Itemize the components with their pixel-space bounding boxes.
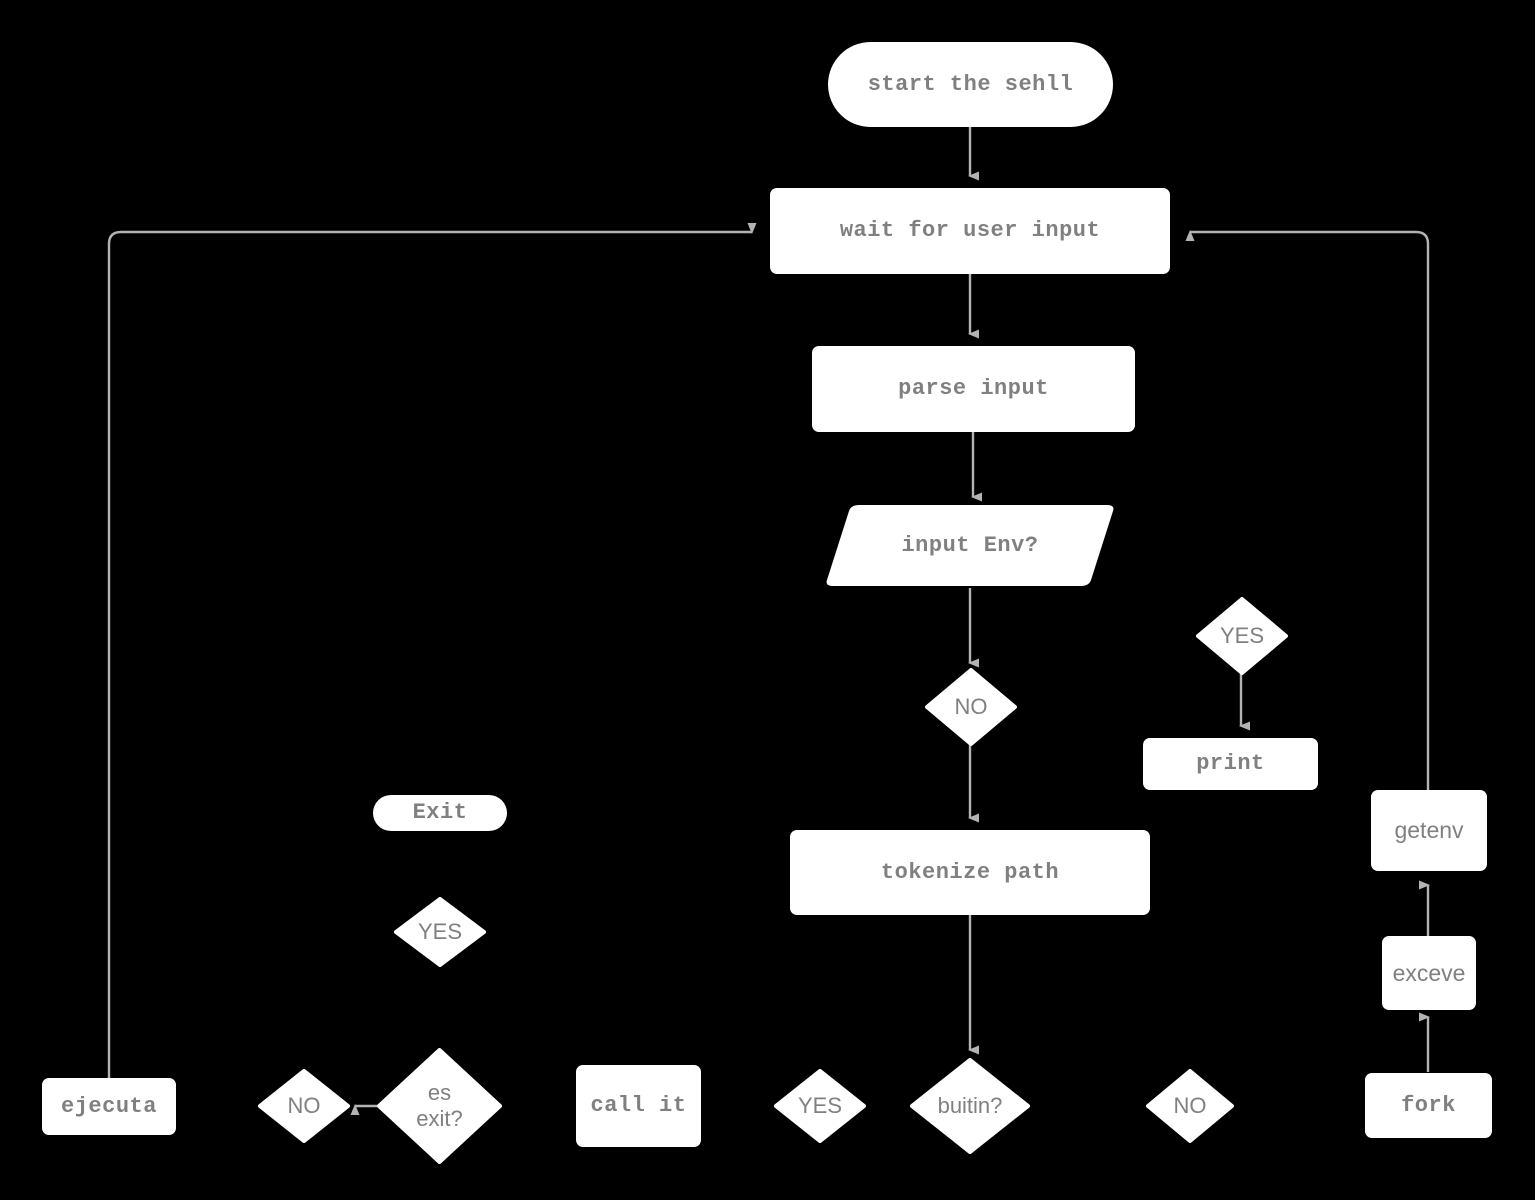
node-start-shell-label: start the sehll	[867, 71, 1074, 97]
diamond-shape	[925, 668, 1017, 746]
node-yes-env[interactable]: YES	[1196, 597, 1288, 675]
node-parse-input[interactable]: parse input	[812, 346, 1135, 432]
node-no-env-label: NO	[954, 694, 988, 720]
node-exceve[interactable]: exceve	[1382, 936, 1476, 1010]
node-tokenize-path[interactable]: tokenize path	[790, 830, 1150, 915]
node-yes-exit[interactable]: YES	[394, 897, 486, 967]
node-buitin[interactable]: buitin?	[910, 1058, 1030, 1154]
node-getenv-label: getenv	[1394, 817, 1464, 844]
node-call-it-label: call it	[590, 1093, 687, 1119]
diamond-shape	[258, 1069, 350, 1143]
node-exit[interactable]: Exit	[373, 795, 507, 831]
node-es-exit-label: es exit?	[377, 1080, 502, 1133]
node-print[interactable]: print	[1143, 738, 1318, 790]
node-no-env[interactable]: NO	[925, 668, 1017, 746]
node-no-exit-label: NO	[287, 1093, 321, 1119]
node-call-it[interactable]: call it	[576, 1065, 701, 1147]
node-yes-env-label: YES	[1219, 623, 1265, 649]
node-input-env[interactable]: input Env?	[825, 503, 1115, 588]
node-exceve-label: exceve	[1392, 959, 1466, 986]
edge-getenv-to-wait	[1185, 230, 1430, 790]
node-print-label: print	[1196, 751, 1265, 777]
node-yes-buitin[interactable]: YES	[774, 1069, 866, 1143]
node-input-env-label: input Env?	[901, 532, 1039, 558]
node-es-exit-line1: es	[427, 1079, 452, 1105]
node-buitin-label: buitin?	[937, 1093, 1003, 1119]
node-no-exit[interactable]: NO	[258, 1069, 350, 1143]
diamond-shape	[377, 1048, 502, 1164]
node-wait-input[interactable]: wait for user input	[770, 188, 1170, 274]
diamond-shape	[394, 897, 486, 967]
node-exit-label: Exit	[412, 800, 468, 826]
node-ejecuta-label: ejecuta	[61, 1093, 157, 1119]
diamond-shape	[1146, 1069, 1234, 1143]
parallelogram-shape	[826, 505, 1114, 586]
node-parse-input-label: parse input	[898, 376, 1049, 402]
node-no-buitin-label: NO	[1173, 1093, 1207, 1119]
diamond-shape	[1196, 597, 1288, 675]
diamond-shape	[774, 1069, 866, 1143]
node-fork-label: fork	[1401, 1092, 1456, 1118]
node-yes-exit-label: YES	[417, 919, 463, 945]
node-tokenize-path-label: tokenize path	[880, 859, 1060, 885]
diamond-shape	[910, 1058, 1030, 1154]
node-no-buitin[interactable]: NO	[1146, 1069, 1234, 1143]
node-es-exit-line2: exit?	[416, 1106, 463, 1131]
node-es-exit[interactable]: es exit?	[377, 1048, 502, 1164]
node-getenv[interactable]: getenv	[1371, 790, 1487, 871]
node-yes-buitin-label: YES	[797, 1093, 843, 1119]
node-start-shell[interactable]: start the sehll	[828, 42, 1113, 127]
node-fork[interactable]: fork	[1365, 1073, 1492, 1138]
node-ejecuta[interactable]: ejecuta	[42, 1078, 176, 1135]
node-wait-input-label: wait for user input	[839, 218, 1101, 244]
